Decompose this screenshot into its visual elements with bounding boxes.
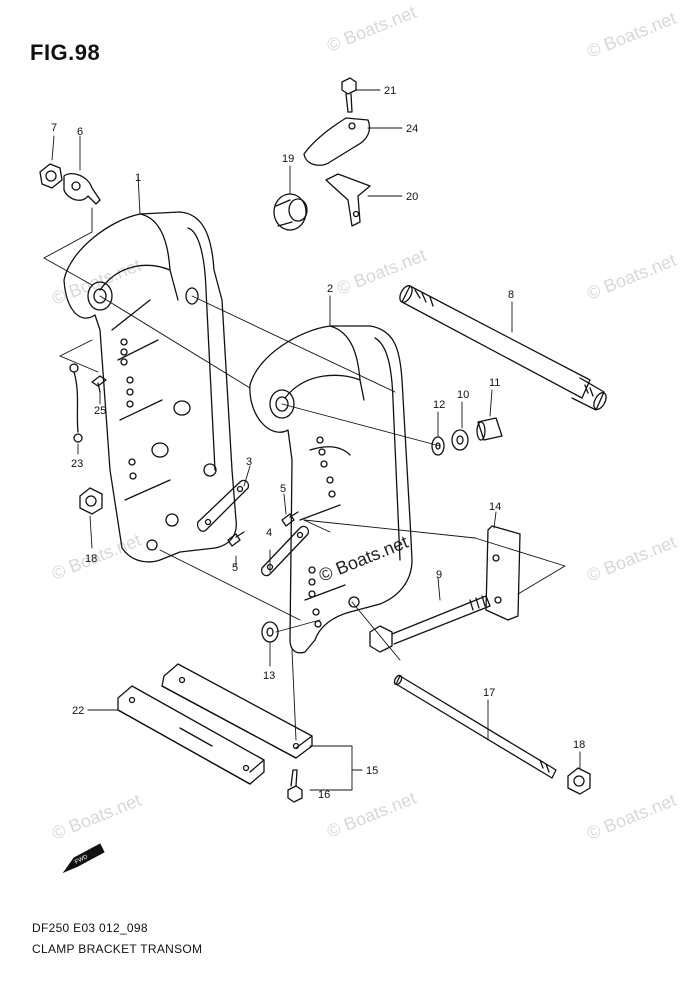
rod-17: [393, 674, 557, 779]
callout-label: 25: [94, 405, 106, 417]
callout-label: 7: [51, 122, 57, 134]
callout-label: 16: [318, 789, 330, 801]
watermark: © Boats.net: [49, 255, 144, 309]
screw-25: [91, 375, 107, 393]
callout-label: 2: [327, 283, 333, 295]
callout-label: 12: [433, 399, 445, 411]
bolt-10: [369, 595, 491, 653]
callout-label: 10: [457, 389, 469, 401]
forward-arrow-icon: FWD: [62, 843, 105, 874]
callout-label: 4: [266, 527, 272, 539]
tilt-tube-6: [399, 285, 607, 411]
watermark: © Boats.net: [316, 532, 411, 586]
figure-title: FIG.98: [30, 40, 101, 65]
spacer-15: [161, 663, 313, 759]
callout-label: 13: [263, 670, 275, 682]
nut-8: [39, 163, 63, 189]
collar-11: [451, 429, 469, 451]
callout-label: 6: [77, 126, 83, 138]
callout-label: 15: [366, 765, 378, 777]
bolt-16: [287, 769, 303, 803]
figure-code: DF250 E03 012_098: [32, 921, 148, 935]
screw-5: [227, 511, 299, 547]
callout-label: 14: [489, 501, 501, 513]
callout-label: 17: [483, 687, 495, 699]
figure-name: CLAMP BRACKET TRANSOM: [32, 942, 203, 956]
callout-leaders: [51, 89, 581, 791]
callout-label: 11: [489, 377, 500, 389]
callout-label: 18: [573, 739, 585, 751]
callout-label: 18: [85, 553, 97, 565]
callout-label: 9: [436, 569, 442, 581]
watermark: © Boats.net: [584, 250, 679, 304]
watermark: © Boats.net: [584, 8, 679, 62]
callout-label: 22: [72, 705, 84, 717]
callout-label: 20: [406, 191, 418, 203]
nut-18: [567, 767, 591, 795]
watermark: © Boats.net: [49, 790, 144, 844]
plate-7: [63, 173, 101, 205]
plate-14: [485, 525, 521, 621]
spacer-22: [117, 685, 265, 785]
callout-labels: 7 6 1 2 21 24 20 19 8 12 10 11 14 3 5 4 …: [51, 85, 585, 801]
callout-label: 5: [280, 483, 286, 495]
watermark: © Boats.net: [584, 790, 679, 844]
plate-3: [196, 479, 250, 532]
washer-13: [431, 436, 445, 456]
cover-23: [303, 117, 371, 166]
watermark: © Boats.net: [324, 2, 419, 56]
ground-wire-24: [69, 363, 83, 443]
bolt-21: [341, 77, 357, 113]
bracket-20: [325, 173, 371, 227]
callout-label: 8: [508, 289, 514, 301]
watermark-group: © Boats.net © Boats.net © Boats.net © Bo…: [49, 2, 679, 844]
callout-label: 1: [135, 172, 141, 184]
watermark: © Boats.net: [584, 532, 679, 586]
explode-lines: [43, 207, 566, 741]
callout-label: 21: [384, 85, 396, 97]
clamp-bracket-right: [249, 325, 413, 654]
callout-label: 3: [246, 456, 252, 468]
nut-18: [79, 487, 103, 515]
callout-label: 23: [71, 458, 83, 470]
bushing-9: [476, 417, 503, 441]
watermark: © Boats.net: [324, 788, 419, 842]
callout-label: 24: [406, 123, 418, 135]
callout-label: 19: [282, 153, 294, 165]
grommet-19: [273, 193, 308, 231]
callout-label: 5: [232, 562, 238, 574]
